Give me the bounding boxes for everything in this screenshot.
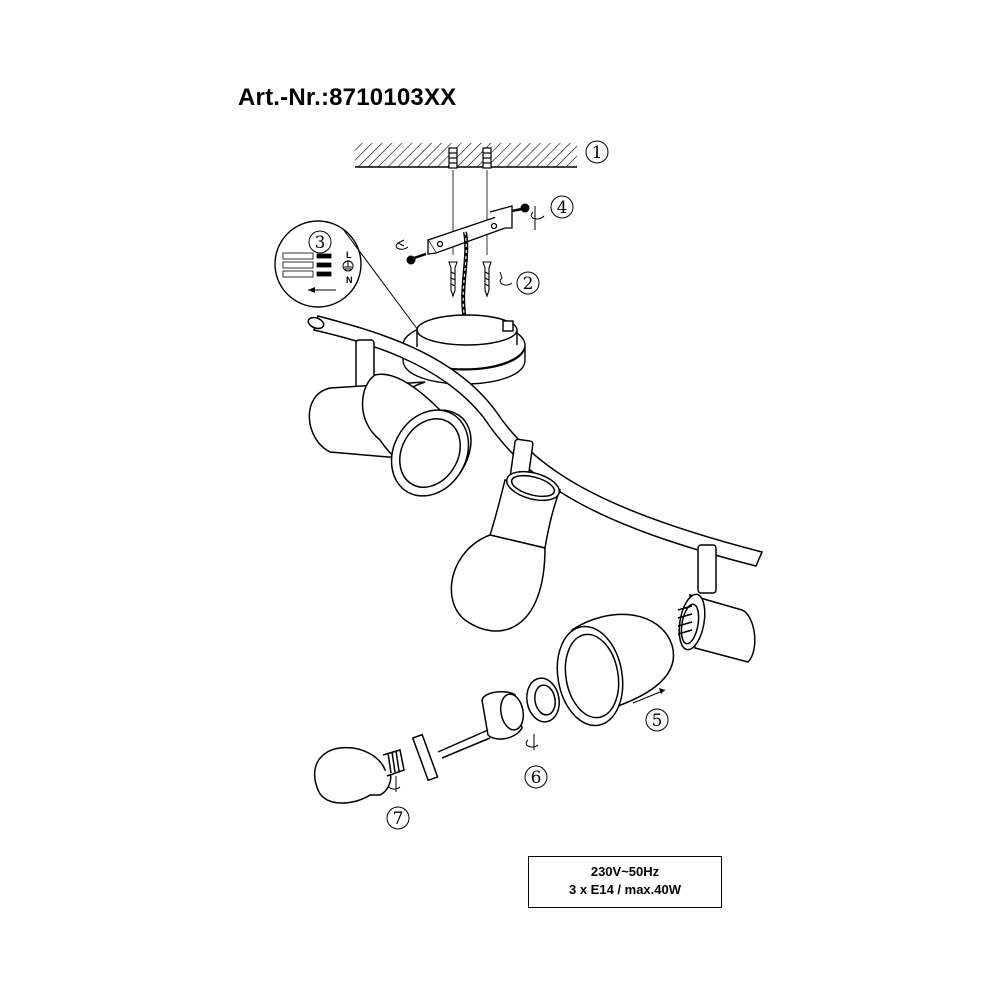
step-7: 7 (386, 806, 410, 830)
spotlight-right-socket (677, 544, 756, 663)
earth-ground-icon (342, 260, 354, 272)
retaining-ring (526, 677, 560, 723)
step-4: 4 (550, 195, 574, 219)
svg-text:5: 5 (652, 711, 663, 731)
wall-plugs (448, 147, 492, 169)
mounting-bracket (427, 205, 513, 255)
voltage-spec: 230V~50Hz (590, 864, 660, 879)
step-1: 1 (585, 140, 609, 164)
bulb-spec: 3 x E14 / max.40W (568, 882, 681, 897)
ceiling (355, 143, 577, 168)
article-number-title: Art.-Nr.:8710103XX (238, 84, 457, 111)
svg-text:4: 4 (557, 198, 568, 218)
spotlight-left (308, 339, 472, 497)
screws (448, 261, 492, 298)
svg-text:1: 1 (592, 143, 603, 163)
neutral-label: N (346, 275, 353, 285)
rotation-arrows (387, 206, 545, 792)
svg-text:3: 3 (315, 233, 326, 253)
spotlight-middle (450, 438, 562, 632)
glass-shade (556, 613, 675, 727)
wiring-detail: L N (274, 220, 419, 331)
shade-arrow-icon (632, 688, 666, 704)
electrical-spec-box: 230V~50Hz 3 x E14 / max.40W (528, 856, 722, 908)
svg-text:2: 2 (523, 274, 534, 294)
direction-arrow-icon (308, 287, 336, 293)
step-6: 6 (524, 765, 548, 789)
svg-text:7: 7 (393, 809, 404, 829)
ceiling-canopy (402, 314, 526, 385)
step-5: 5 (645, 708, 669, 732)
live-label: L (346, 250, 352, 260)
step-3: 3 (308, 230, 332, 254)
terminal-block (282, 252, 332, 278)
bracket-screws (406, 203, 530, 265)
e14-bulb (313, 746, 405, 804)
step-2: 2 (516, 271, 540, 295)
lamp-holder (411, 690, 525, 782)
svg-text:6: 6 (531, 768, 542, 788)
